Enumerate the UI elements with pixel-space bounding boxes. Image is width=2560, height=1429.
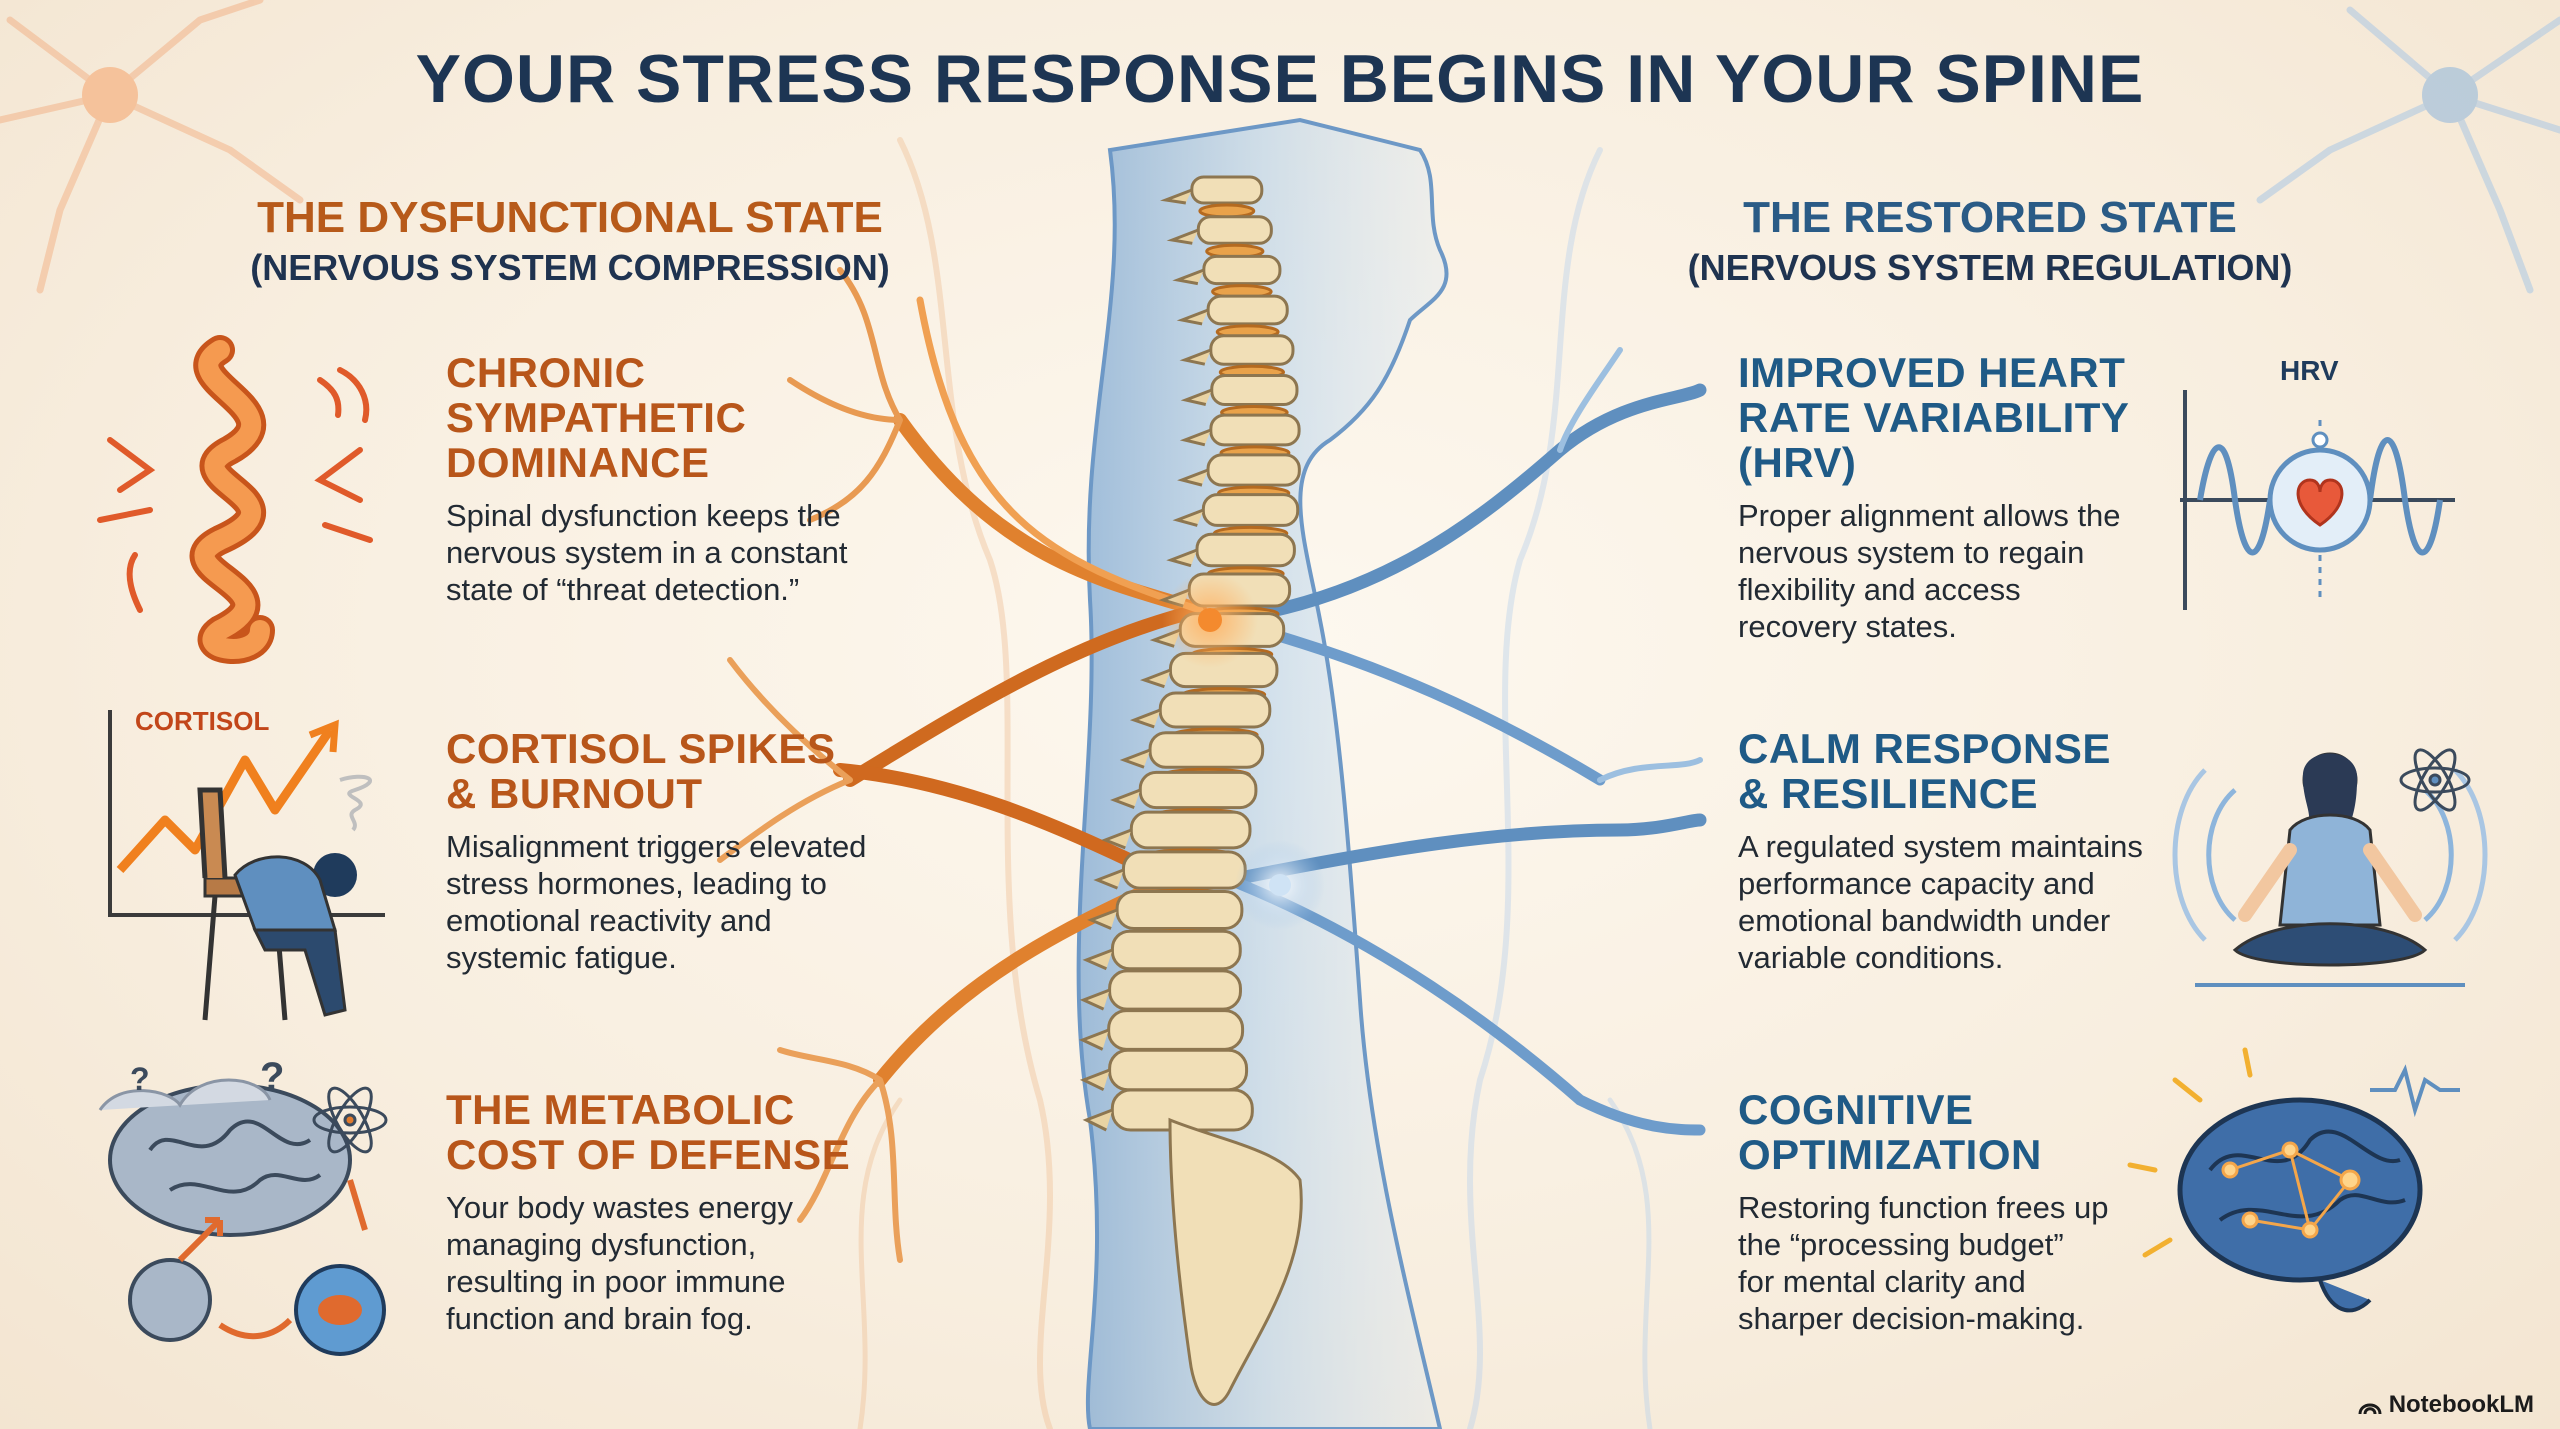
cortisol-chart-label: CORTISOL: [135, 706, 269, 736]
corner-neuron-left-icon: [0, 0, 304, 294]
restored-state-heading: THE RESTORED STATE (NERVOUS SYSTEM REGUL…: [1630, 190, 2350, 290]
vertebra: [1115, 890, 1244, 930]
vertebra-process: [1110, 788, 1141, 809]
brand-badge: NotebookLM: [2357, 1391, 2534, 1419]
hrv-heart-wave-icon: HRV: [2180, 355, 2455, 610]
vertebra-process: [1179, 348, 1212, 366]
vertebra-process: [1082, 948, 1113, 971]
section-body: Restoring function frees up the “process…: [1738, 1190, 2109, 1336]
vertebra: [1108, 969, 1242, 1011]
svg-text:?: ?: [260, 1055, 284, 1099]
vertebra: [1209, 413, 1301, 447]
vertebra-process: [1166, 228, 1199, 245]
vertebra-process: [1177, 468, 1209, 487]
dysfunctional-state-subtitle: (NERVOUS SYSTEM COMPRESSION): [250, 247, 890, 288]
section-improved-hrv: IMPROVED HEART RATE VARIABILITY (HRV) Pr…: [1738, 350, 2158, 645]
vertebra-process: [1180, 388, 1213, 406]
tangled-nerve-icon: [97, 335, 373, 664]
vertebra-process: [1093, 868, 1124, 890]
hrv-chart-label: HRV: [2280, 355, 2339, 386]
vertebra-process: [1078, 1028, 1110, 1051]
vertebra-process: [1159, 188, 1193, 205]
vertebra-process: [1139, 668, 1171, 689]
vertebra: [1196, 215, 1273, 245]
section-title: CORTISOL SPIKES & BURNOUT: [446, 725, 836, 817]
section-title: CALM RESPONSE & RESILIENCE: [1738, 725, 2111, 817]
notebooklm-logo-icon: [2358, 1403, 2382, 1415]
vertebra-process: [1172, 508, 1204, 527]
section-body: Misalignment triggers elevated stress ho…: [446, 829, 867, 975]
section-body: Spinal dysfunction keeps the nervous sys…: [446, 498, 848, 607]
vertebra-process: [1101, 828, 1132, 850]
section-cortisol-spikes: CORTISOL SPIKES & BURNOUT Misalignment t…: [446, 726, 876, 976]
vertebra: [1108, 1048, 1249, 1092]
restored-state-title: THE RESTORED STATE: [1743, 193, 2237, 242]
glowing-brain-icon: [2127, 1047, 2460, 1313]
sacrum: [1168, 1117, 1303, 1406]
section-title: IMPROVED HEART RATE VARIABILITY (HRV): [1738, 349, 2130, 486]
page-title: YOUR STRESS RESPONSE BEGINS IN YOUR SPIN…: [415, 41, 2145, 117]
vertebra: [1206, 294, 1289, 326]
section-title: CHRONIC SYMPATHETIC DOMINANCE: [446, 349, 747, 486]
restored-state-subtitle: (NERVOUS SYSTEM REGULATION): [1687, 247, 2293, 288]
section-title: COGNITIVE OPTIMIZATION: [1738, 1086, 2042, 1178]
vertebra-process: [1176, 308, 1209, 326]
vertebra-process: [1079, 1068, 1111, 1092]
vertebra: [1121, 850, 1247, 890]
brand-name: NotebookLM: [2388, 1391, 2534, 1418]
vertebra: [1201, 493, 1300, 527]
vertebra-process: [1119, 748, 1151, 769]
vertebra: [1138, 770, 1258, 810]
section-calm-response: CALM RESPONSE & RESILIENCE A regulated s…: [1738, 726, 2158, 976]
section-body: Proper alignment allows the nervous syst…: [1738, 498, 2121, 644]
vertebra: [1158, 691, 1272, 729]
vertebra-process: [1166, 548, 1198, 568]
svg-text:?: ?: [130, 1061, 150, 1097]
vertebra-process: [1172, 268, 1205, 286]
vertebra-process: [1079, 988, 1111, 1011]
section-chronic-sympathetic-dominance: CHRONIC SYMPATHETIC DOMINANCE Spinal dys…: [446, 350, 876, 608]
meditation-person-icon: [2172, 748, 2488, 987]
foggy-brain-icon: ? ?: [98, 1055, 388, 1356]
vertebra: [1209, 334, 1295, 366]
vertebra-process: [1082, 1108, 1113, 1132]
vertebra-process: [1129, 708, 1161, 729]
vertebra: [1148, 731, 1265, 769]
section-body: Your body wastes energy managing dysfunc…: [446, 1190, 793, 1336]
vertebra-process: [1179, 428, 1212, 447]
section-title: THE METABOLIC COST OF DEFENSE: [446, 1086, 851, 1178]
vertebra: [1190, 175, 1264, 205]
section-metabolic-cost: THE METABOLIC COST OF DEFENSE Your body …: [446, 1087, 876, 1337]
vertebra: [1210, 373, 1299, 407]
vertebra-process: [1087, 908, 1118, 930]
section-cognitive-optimization: COGNITIVE OPTIMIZATION Restoring functio…: [1738, 1087, 2158, 1337]
dysfunctional-state-heading: THE DYSFUNCTIONAL STATE (NERVOUS SYSTEM …: [210, 190, 930, 290]
vertebra: [1206, 453, 1301, 487]
vertebra: [1110, 929, 1242, 971]
vertebra: [1107, 1009, 1245, 1051]
corner-neuron-right-icon: [2256, 6, 2560, 294]
vertebra: [1129, 810, 1252, 850]
vertebra: [1195, 532, 1296, 568]
dysfunctional-state-title: THE DYSFUNCTIONAL STATE: [257, 193, 883, 242]
section-body: A regulated system maintains performance…: [1738, 829, 2143, 975]
cortisol-burnout-icon: CORTISOL: [108, 706, 385, 1021]
vertebra: [1202, 254, 1282, 286]
